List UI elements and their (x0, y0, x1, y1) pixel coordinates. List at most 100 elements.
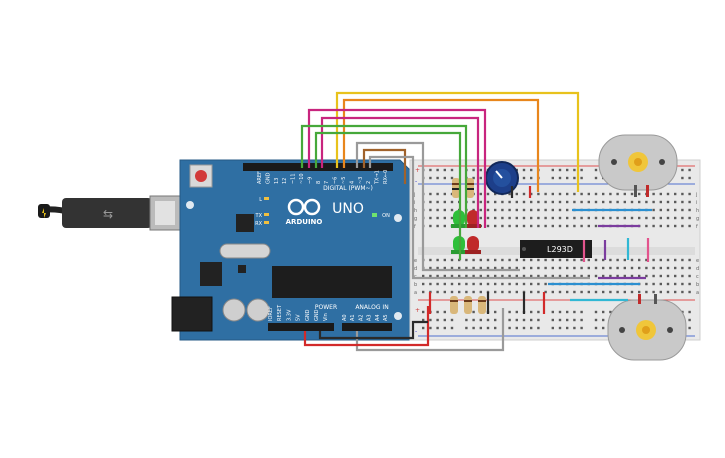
breadboard-hole (544, 216, 547, 220)
breadboard-hole (688, 290, 691, 294)
breadboard-hole (458, 290, 461, 294)
breadboard-hole (530, 290, 533, 294)
breadboard-hole (537, 290, 540, 294)
digital-pin-label-8: 7 (324, 181, 330, 184)
breadboard-hole (494, 310, 497, 314)
breadboard-hole (666, 208, 670, 212)
reset-button[interactable] (195, 170, 207, 182)
breadboard-hole (522, 224, 526, 228)
breadboard-hole (465, 274, 468, 278)
usb-cable: ⇆ (38, 195, 181, 231)
breadboard-hole (465, 266, 468, 270)
power-header (268, 323, 334, 331)
breadboard-hole (544, 290, 547, 294)
breadboard-hole (688, 326, 691, 330)
breadboard-hole (544, 274, 547, 278)
breadboard-hole (530, 326, 533, 330)
breadboard-hole (681, 200, 684, 204)
breadboard-hole (587, 266, 590, 270)
breadboard-hole (458, 282, 461, 286)
digital-pin-label-6: ~9 (307, 177, 313, 184)
breadboard-hole (551, 274, 554, 278)
breadboard-hole (530, 274, 533, 278)
breadboard-hole (616, 266, 619, 270)
breadboard-hole (479, 176, 482, 180)
breadboard-hole (630, 258, 634, 262)
breadboard-hole (494, 266, 497, 270)
analog-pin-label-5: A5 (383, 314, 389, 321)
breadboard-hole (616, 290, 619, 294)
breadboard-hole (566, 258, 569, 262)
breadboard-hole (688, 318, 691, 322)
resistor-3 (450, 296, 458, 314)
breadboard-hole (551, 290, 554, 294)
breadboard-hole (630, 216, 634, 220)
breadboard-hole (688, 216, 691, 220)
breadboard-hole (580, 310, 583, 314)
breadboard-hole (594, 176, 598, 180)
breadboard-hole (602, 318, 605, 322)
breadboard-hole (436, 258, 439, 262)
breadboard-hole (436, 318, 439, 322)
breadboard-hole (436, 208, 439, 212)
wire-green-2 (314, 131, 462, 260)
breadboard-hole (558, 274, 562, 278)
breadboard-hole (544, 282, 547, 286)
breadboard-hole (652, 224, 655, 228)
breadboard-hole (508, 258, 511, 262)
breadboard-hole (594, 192, 598, 196)
row-letter-bottom-a: a (414, 290, 417, 296)
breadboard-hole (494, 290, 497, 294)
breadboard-hole (479, 200, 482, 204)
breadboard-hole (472, 282, 475, 286)
breadboard-hole (522, 176, 526, 180)
breadboard-hole (558, 266, 562, 270)
breadboard-hole (587, 274, 590, 278)
breadboard-hole (551, 168, 554, 172)
breadboard-hole (443, 290, 446, 294)
breadboard-hole (666, 224, 670, 228)
breadboard-hole (522, 208, 526, 212)
breadboard-hole (681, 274, 684, 278)
breadboard-hole (688, 200, 691, 204)
breadboard-hole (573, 318, 576, 322)
breadboard-hole (450, 274, 454, 278)
power-pin-label-0: IOREF (268, 306, 274, 321)
breadboard-hole (688, 176, 691, 180)
breadboard-hole (515, 208, 518, 212)
breadboard-hole (537, 216, 540, 220)
breadboard-hole (674, 282, 677, 286)
breadboard-hole (551, 200, 554, 204)
breadboard-hole (486, 216, 490, 220)
breadboard-hole (566, 310, 569, 314)
breadboard-hole (602, 310, 605, 314)
digital-pin-label-7: 8 (316, 181, 322, 184)
breadboard-hole (674, 266, 677, 270)
breadboard-hole (450, 290, 454, 294)
digital-pin-label-5: ~10 (299, 173, 305, 184)
breadboard-hole (486, 318, 490, 322)
row-letter-top-j: j (413, 192, 415, 198)
analog-pin-label-4: A4 (375, 314, 381, 321)
row-letter-top-g: g (414, 216, 417, 222)
breadboard-hole (443, 216, 446, 220)
breadboard-hole (652, 258, 655, 262)
breadboard-hole (436, 192, 439, 196)
breadboard-hole (479, 208, 482, 212)
potentiometer[interactable] (485, 161, 519, 195)
breadboard-hole (681, 176, 684, 180)
analog-header (342, 323, 392, 331)
power-pin-label-5: GND (314, 309, 320, 321)
breadboard-hole (558, 290, 562, 294)
breadboard-hole (638, 258, 641, 262)
breadboard-hole (566, 274, 569, 278)
breadboard-hole (530, 258, 533, 262)
breadboard-hole (558, 310, 562, 314)
breadboard-hole (645, 282, 648, 286)
breadboard-hole (450, 168, 454, 172)
breadboard-hole (594, 326, 598, 330)
breadboard-hole (674, 258, 677, 262)
breadboard-hole (587, 192, 590, 196)
breadboard-hole (659, 258, 662, 262)
